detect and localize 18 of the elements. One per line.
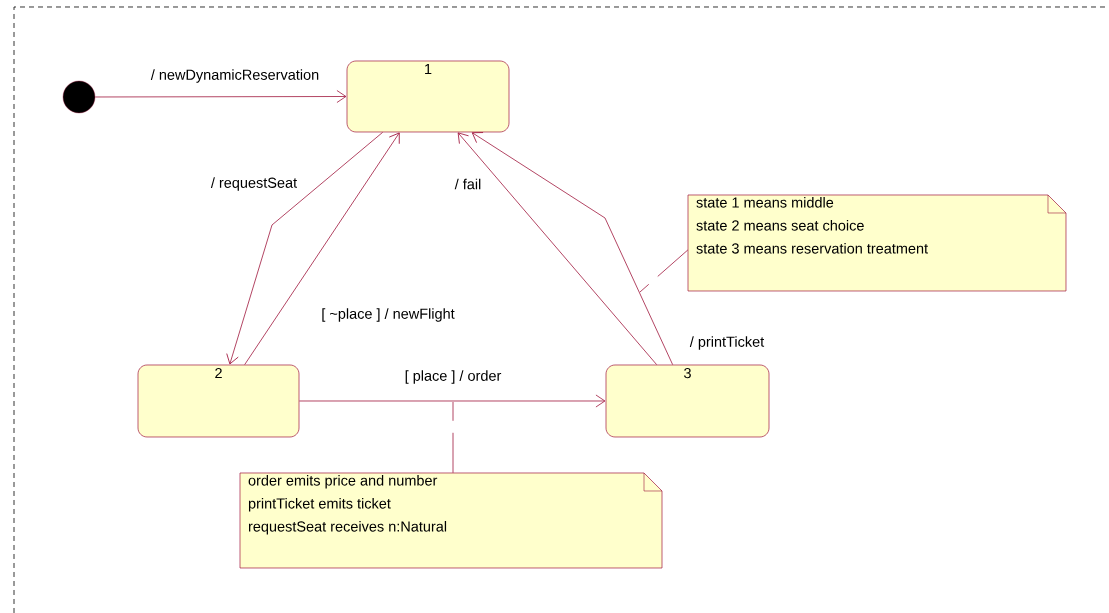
note-box: order emits price and number printTicket emits ticket requestSeat receives n:Natural xyxy=(239,472,663,569)
transition-arrow xyxy=(226,131,384,365)
state-box: 2 xyxy=(137,364,300,438)
edge-label: / requestSeat xyxy=(209,176,299,192)
transition-arrow xyxy=(298,394,606,408)
leader-line xyxy=(639,249,689,293)
leader-line xyxy=(452,401,454,474)
transition-arrow xyxy=(94,90,347,103)
edge-label: / newDynamicReservation xyxy=(149,68,321,84)
note-box: state 1 means middle state 2 means seat choice state 3 means reservation treatment xyxy=(687,194,1067,292)
edge-label: / printTicket xyxy=(688,335,766,351)
initial-state-dot xyxy=(62,80,96,114)
state-box: 3 xyxy=(605,364,770,438)
transition-arrow xyxy=(244,132,400,366)
state-box: 1 xyxy=(346,60,510,133)
edge-label: / fail xyxy=(453,177,483,191)
edge-label: [ ~place ] / newFlight xyxy=(320,307,456,323)
edge-label: [ place ] / order xyxy=(403,369,503,385)
